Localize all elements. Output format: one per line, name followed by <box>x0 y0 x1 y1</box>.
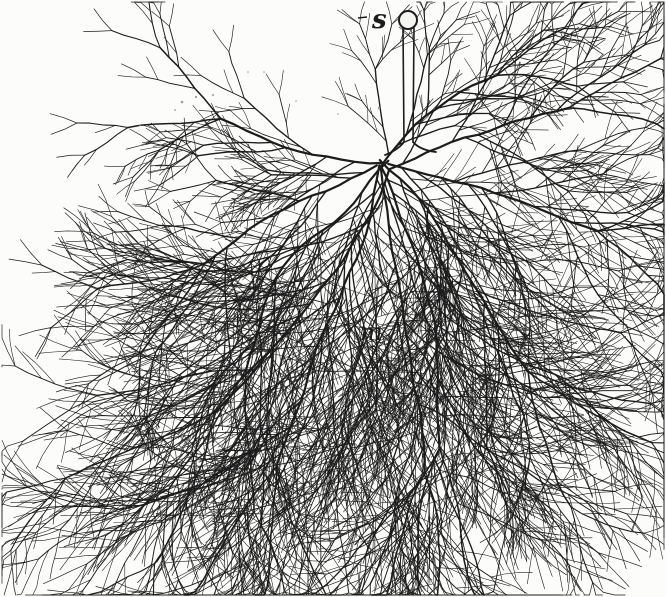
mycelium-illustration: s m <box>0 0 666 597</box>
